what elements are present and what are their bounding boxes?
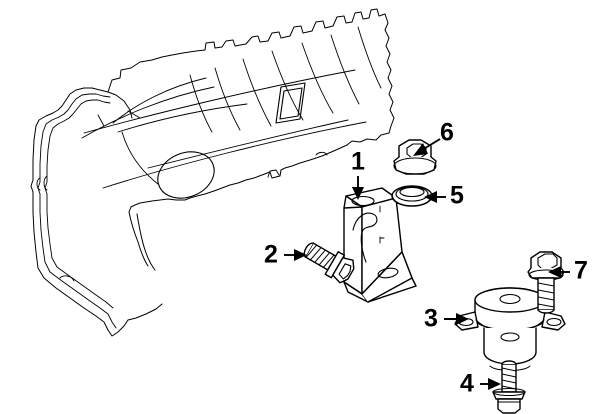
mount-washer-part [391, 185, 433, 207]
arrowhead-1 [352, 187, 364, 200]
arrowhead-6 [413, 143, 428, 156]
arrowhead-7 [548, 266, 561, 278]
arrowhead-5 [424, 191, 437, 203]
arrowhead-4 [488, 378, 501, 390]
callout-number-2: 2 [264, 241, 278, 269]
callout-number-1: 1 [351, 148, 365, 176]
callout-number-3: 3 [424, 305, 438, 333]
arrowhead-2 [294, 249, 307, 261]
mount-insulator-part [454, 287, 566, 371]
callout-numbers: 1 2 3 4 5 6 7 [264, 119, 588, 398]
callout-number-6: 6 [440, 119, 454, 147]
transmission-housing [30, 8, 395, 337]
callout-number-5: 5 [450, 182, 464, 210]
callout-leaders [284, 138, 570, 390]
crossmember-bolt-part [492, 360, 526, 414]
arrowhead-3 [456, 313, 469, 325]
callout-number-7: 7 [574, 257, 588, 285]
callout-number-4: 4 [460, 370, 474, 398]
